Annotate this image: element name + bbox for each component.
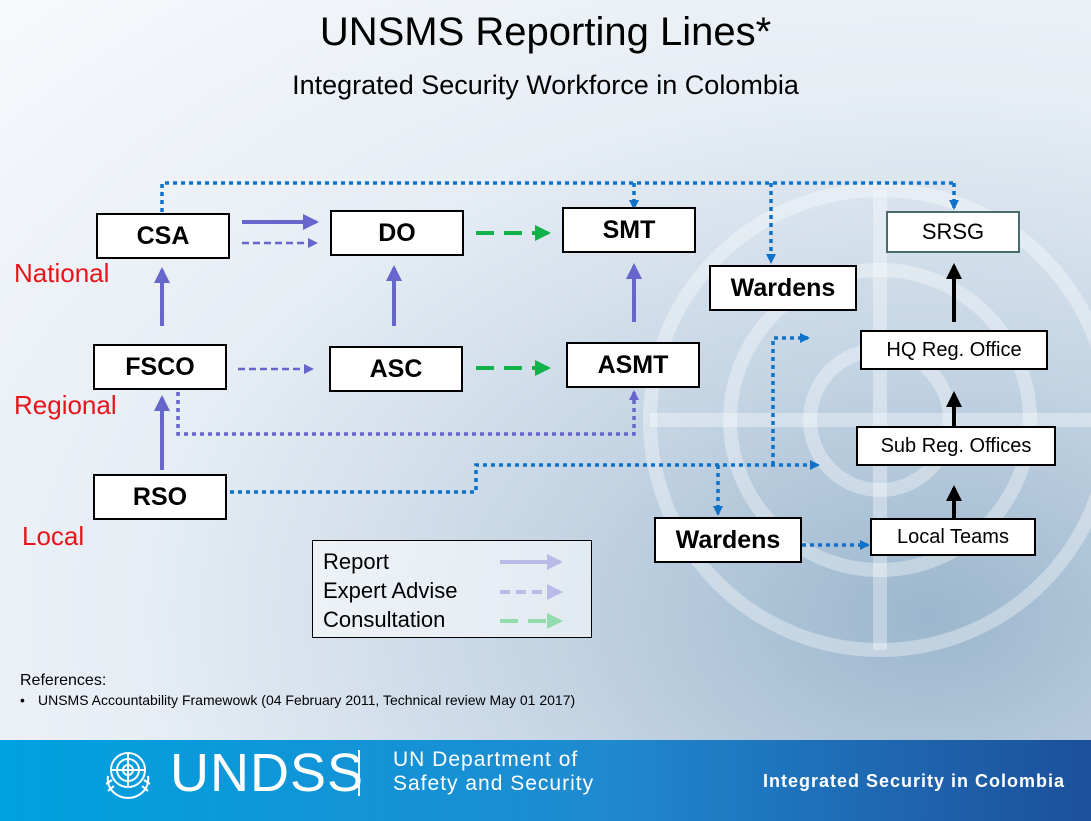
references-heading: References: <box>20 672 107 689</box>
node-rso: RSO <box>93 474 227 520</box>
page-title: UNSMS Reporting Lines* <box>319 10 772 54</box>
un-emblem-icon <box>105 752 151 800</box>
advise-arrow-fsco-asmt <box>176 390 639 436</box>
level-label-local: Local <box>22 521 85 551</box>
legend-report-label: Report <box>323 549 390 574</box>
reference-item: • UNSMS Accountability Framewowk (04 Febr… <box>20 692 575 708</box>
legend-advise-label: Expert Advise <box>323 578 458 603</box>
legend: Report Expert Advise Consultation <box>312 540 592 638</box>
footer-dept-line1: UN Department of <box>393 748 579 771</box>
node-wardens-local: Wardens <box>654 517 802 563</box>
node-hq-reg-office: HQ Reg. Office <box>860 330 1048 370</box>
footer-dept-line2: Safety and Security <box>393 772 595 795</box>
node-csa: CSA <box>96 213 230 259</box>
node-srsg: SRSG <box>886 211 1020 253</box>
footer-separator <box>358 750 360 796</box>
node-fsco: FSCO <box>93 344 227 390</box>
dotted-csa-top-bus <box>160 181 954 212</box>
dotted-rso-right <box>230 460 820 494</box>
footer-tagline: Integrated Security in Colombia <box>762 771 1065 791</box>
node-wardens-national: Wardens <box>709 265 857 311</box>
node-asc: ASC <box>329 346 463 392</box>
dotted-up-to-regional <box>771 333 810 465</box>
legend-consult-label: Consultation <box>323 607 446 632</box>
bullet-icon: • <box>20 692 25 708</box>
node-sub-reg-offices: Sub Reg. Offices <box>856 426 1056 466</box>
level-label-regional: Regional <box>14 390 117 420</box>
reference-text: UNSMS Accountability Framewowk (04 Febru… <box>38 692 576 708</box>
node-do: DO <box>330 210 464 256</box>
level-label-national: National <box>14 258 110 288</box>
footer-banner: UNDSS UN Department of Safety and Securi… <box>0 740 1091 821</box>
node-smt: SMT <box>562 207 696 253</box>
node-asmt: ASMT <box>566 342 700 388</box>
page-subtitle: Integrated Security Workforce in Colombi… <box>292 70 799 100</box>
node-local-teams: Local Teams <box>870 518 1036 556</box>
footer-brand: UNDSS <box>170 743 365 803</box>
